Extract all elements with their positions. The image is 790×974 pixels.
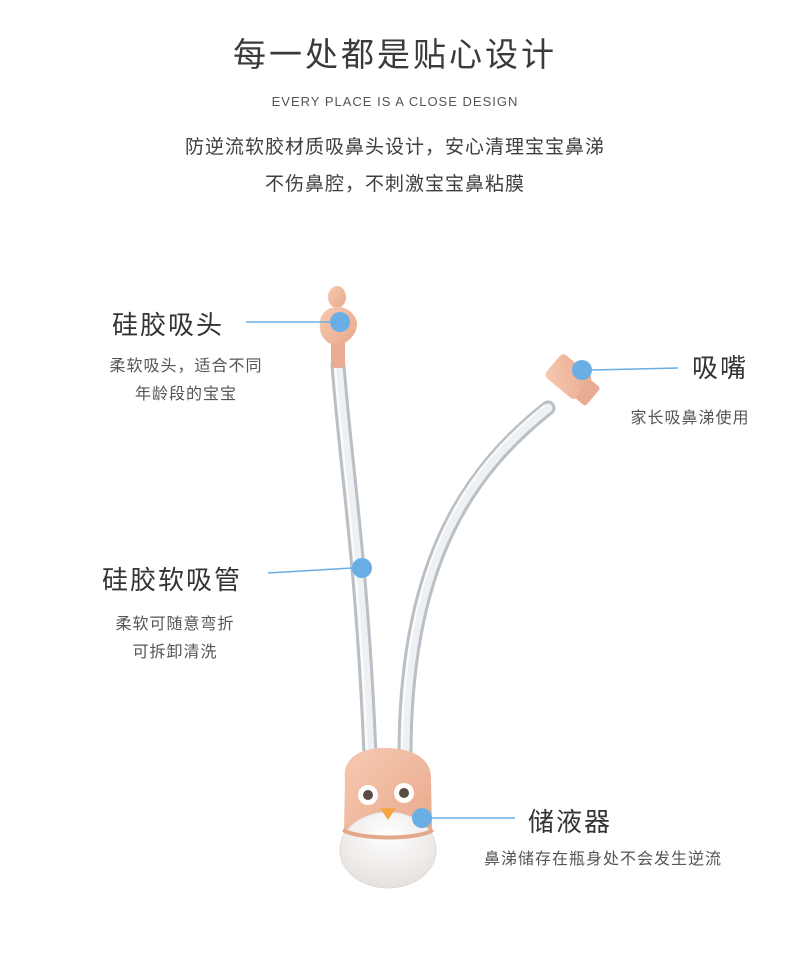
callout-desc-nose-tip-line-2: 年龄段的宝宝 — [134, 384, 237, 403]
page-title: 每一处都是贴心设计 — [233, 35, 557, 74]
callout-desc-reservoir: 鼻涕储存在瓶身处不会发生逆流 — [470, 845, 736, 873]
callout-desc-mouthpiece-line-1: 家长吸鼻涕使用 — [630, 408, 750, 427]
callout-desc-nose-tip-line-1: 柔软吸头，适合不同 — [109, 356, 263, 375]
callout-desc-tube-line-1: 柔软可随意弯折 — [115, 614, 235, 633]
mouthpiece — [545, 354, 600, 406]
callout-desc-mouthpiece: 家长吸鼻涕使用 — [620, 404, 760, 432]
callout-desc-tube: 柔软可随意弯折 可拆卸清洗 — [100, 610, 250, 666]
callout-desc-reservoir-line-1: 鼻涕储存在瓶身处不会发生逆流 — [483, 849, 722, 868]
callout-title-nose-tip: 硅胶吸头 — [112, 311, 225, 341]
description-line-2: 不伤鼻腔，不刺激宝宝鼻粘膜 — [264, 173, 525, 195]
owl-reservoir — [339, 748, 437, 889]
description-line-1: 防逆流软胶材质吸鼻头设计，安心清理宝宝鼻涕 — [184, 136, 605, 158]
page-subtitle-en: EVERY PLACE IS A CLOSE DESIGN — [271, 94, 519, 109]
callout-line-reservoir — [412, 808, 515, 828]
callout-title-tube: 硅胶软吸管 — [102, 566, 243, 596]
callout-title-reservoir: 储液器 — [528, 808, 613, 838]
callout-desc-nose-tip: 柔软吸头，适合不同 年龄段的宝宝 — [96, 352, 276, 408]
callout-desc-tube-line-2: 可拆卸清洗 — [132, 642, 218, 661]
callout-line-tube — [267, 558, 372, 578]
callout-title-mouthpiece: 吸嘴 — [692, 354, 749, 384]
callout-line-nose-tip — [246, 312, 350, 332]
callout-line-mouthpiece — [572, 360, 679, 380]
